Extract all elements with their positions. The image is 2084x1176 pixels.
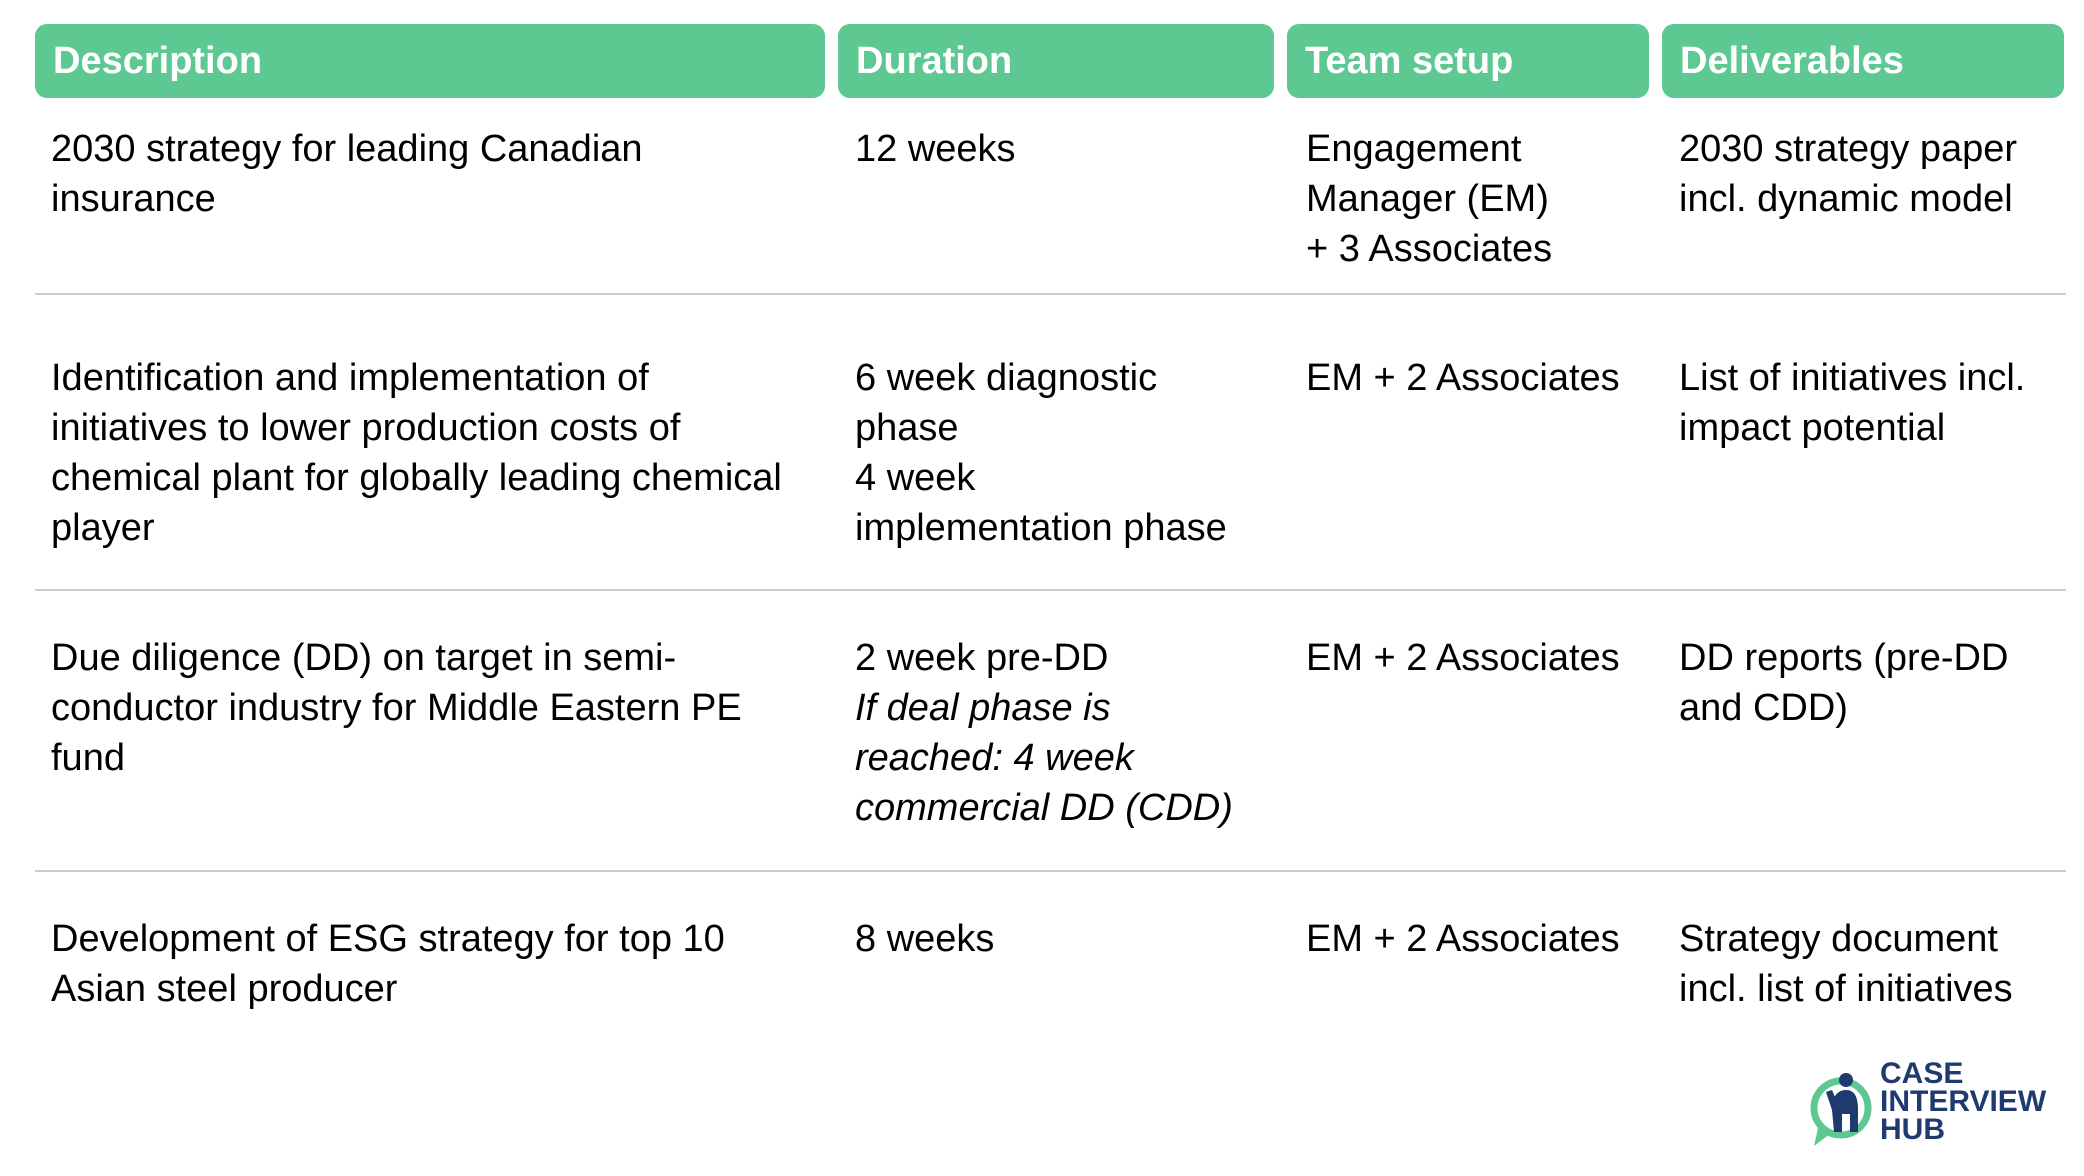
text-line: player: [51, 507, 155, 549]
text-line: Due diligence (DD) on target in semi-: [51, 637, 677, 679]
text-line: 2030 strategy for leading Canadian: [51, 128, 643, 170]
row-4-description: Development of ESG strategy for top 10 A…: [51, 914, 725, 1014]
logo-text-line: HUB: [1880, 1113, 1945, 1146]
row-1-duration: 12 weeks: [855, 124, 1016, 174]
italic-text-line: If deal phase is: [855, 687, 1111, 729]
text-line: phase: [855, 407, 959, 449]
row-2-duration: 6 week diagnostic phase 4 week implement…: [855, 353, 1227, 553]
text-line: insurance: [51, 178, 216, 220]
logo-wordmark: CASE INTERVIEW HUB: [1880, 1057, 2047, 1146]
row-2-team: EM + 2 Associates: [1306, 353, 1620, 403]
header-deliverables: Deliverables: [1662, 24, 2064, 98]
text-line: fund: [51, 737, 125, 779]
person-raising-hand-in-speech-bubble-icon: [1810, 1073, 1872, 1146]
text-line: 8 weeks: [855, 918, 995, 960]
row-divider: [35, 589, 2066, 591]
text-line: 2030 strategy paper: [1679, 128, 2018, 170]
header-team-setup: Team setup: [1287, 24, 1649, 98]
row-1-description: 2030 strategy for leading Canadian insur…: [51, 124, 643, 224]
row-3-description: Due diligence (DD) on target in semi- co…: [51, 633, 742, 783]
text-line: impact potential: [1679, 407, 1946, 449]
text-line: chemical plant for globally leading chem…: [51, 457, 782, 499]
text-line: Manager (EM): [1306, 178, 1549, 220]
row-3-deliverables: DD reports (pre-DD and CDD): [1679, 633, 2008, 733]
text-line: incl. list of initiatives: [1679, 968, 2013, 1010]
row-1-deliverables: 2030 strategy paper incl. dynamic model: [1679, 124, 2017, 224]
text-line: EM + 2 Associates: [1306, 637, 1620, 679]
text-line: EM + 2 Associates: [1306, 357, 1620, 399]
header-duration: Duration: [838, 24, 1274, 98]
text-line: DD reports (pre-DD: [1679, 637, 2009, 679]
row-3-duration: 2 week pre-DD If deal phase is reached: …: [855, 633, 1233, 833]
italic-text-line: reached: 4 week: [855, 737, 1134, 779]
text-line: Engagement: [1306, 128, 1522, 170]
italic-text-line: commercial DD (CDD): [855, 787, 1233, 829]
logo-text-line: CASE: [1880, 1057, 1964, 1090]
row-4-duration: 8 weeks: [855, 914, 994, 964]
text-line: 2 week pre-DD: [855, 637, 1109, 679]
row-4-team: EM + 2 Associates: [1306, 914, 1620, 964]
row-2-deliverables: List of initiatives incl. impact potenti…: [1679, 353, 2025, 453]
text-line: Development of ESG strategy for top 10: [51, 918, 725, 960]
text-line: 12 weeks: [855, 128, 1016, 170]
logo-text-line: INTERVIEW: [1880, 1085, 2047, 1118]
text-line: EM + 2 Associates: [1306, 918, 1620, 960]
case-interview-hub-logo: CASE INTERVIEW HUB: [1808, 1057, 2068, 1164]
text-line: Identification and implementation of: [51, 357, 649, 399]
text-line: Strategy document: [1679, 918, 1998, 960]
text-line: 4 week: [855, 457, 976, 499]
text-line: 6 week diagnostic: [855, 357, 1158, 399]
text-line: List of initiatives incl.: [1679, 357, 2026, 399]
text-line: Asian steel producer: [51, 968, 398, 1010]
text-line: + 3 Associates: [1306, 228, 1553, 270]
text-line: conductor industry for Middle Eastern PE: [51, 687, 742, 729]
row-3-team: EM + 2 Associates: [1306, 633, 1620, 683]
header-description: Description: [35, 24, 825, 98]
row-divider: [35, 870, 2066, 872]
text-line: initiatives to lower production costs of: [51, 407, 681, 449]
text-line: implementation phase: [855, 507, 1227, 549]
row-1-team: Engagement Manager (EM) + 3 Associates: [1306, 124, 1552, 274]
text-line: and CDD): [1679, 687, 1848, 729]
row-divider: [35, 293, 2066, 295]
row-2-description: Identification and implementation of ini…: [51, 353, 782, 553]
text-line: incl. dynamic model: [1679, 178, 2013, 220]
row-4-deliverables: Strategy document incl. list of initiati…: [1679, 914, 2013, 1014]
